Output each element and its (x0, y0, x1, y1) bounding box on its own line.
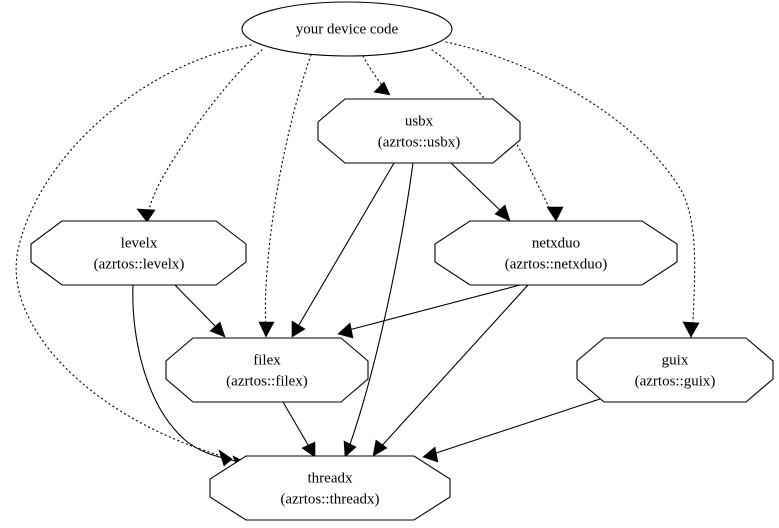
node-shape-octagon (209, 455, 451, 521)
node-shape-octagon (317, 98, 521, 164)
arrow-head (337, 322, 354, 339)
node-shape-octagon (434, 220, 678, 286)
node-your-device-code[interactable]: your device code (241, 1, 453, 57)
arrow-head (373, 81, 391, 96)
edge-usbx-to-filex[interactable] (291, 162, 395, 338)
edge-netxduo-to-filex[interactable] (337, 284, 521, 339)
node-shape-octagon (165, 337, 369, 403)
arrow-head (136, 208, 156, 223)
arrow-head (422, 446, 439, 463)
arrow-head (682, 321, 700, 338)
edge-filex-to-threadx[interactable] (282, 401, 316, 458)
edge-usbx-to-netxduo[interactable] (450, 162, 511, 222)
arrow-head (546, 206, 564, 222)
arrow-head (291, 320, 306, 338)
node-netxduo[interactable]: netxduo (azrtos::netxduo) (434, 220, 678, 286)
arrow-head (494, 204, 511, 222)
node-shape-ellipse (241, 1, 453, 57)
node-filex[interactable]: filex (azrtos::filex) (165, 337, 369, 403)
arrow-head (209, 321, 226, 338)
node-threadx[interactable]: threadx (azrtos::threadx) (209, 455, 451, 521)
node-guix[interactable]: guix (azrtos::guix) (576, 337, 774, 403)
edge-layer (15, 41, 700, 471)
edge-usbx-to-threadx[interactable] (343, 162, 414, 458)
arrow-head (343, 440, 357, 458)
arrow-head (301, 441, 316, 458)
edge-levelx-to-filex[interactable] (174, 284, 226, 338)
edge-device-to-netxduo[interactable] (431, 49, 564, 222)
node-shape-octagon (30, 220, 247, 286)
arrow-head (372, 439, 388, 457)
edge-netxduo-to-threadx[interactable] (372, 284, 529, 457)
node-shape-octagon (576, 337, 774, 403)
node-levelx[interactable]: levelx (azrtos::levelx) (30, 220, 247, 286)
edge-guix-to-threadx[interactable] (422, 395, 610, 463)
node-layer: your device code usbx (azrtos::usbx) lev… (30, 1, 774, 521)
edge-device-to-usbx[interactable] (362, 55, 391, 96)
node-usbx[interactable]: usbx (azrtos::usbx) (317, 98, 521, 164)
edge-device-to-filex[interactable] (258, 54, 312, 338)
edge-device-to-guix[interactable] (445, 41, 700, 341)
arrow-head (258, 321, 275, 338)
edge-device-to-levelx[interactable] (136, 49, 263, 223)
